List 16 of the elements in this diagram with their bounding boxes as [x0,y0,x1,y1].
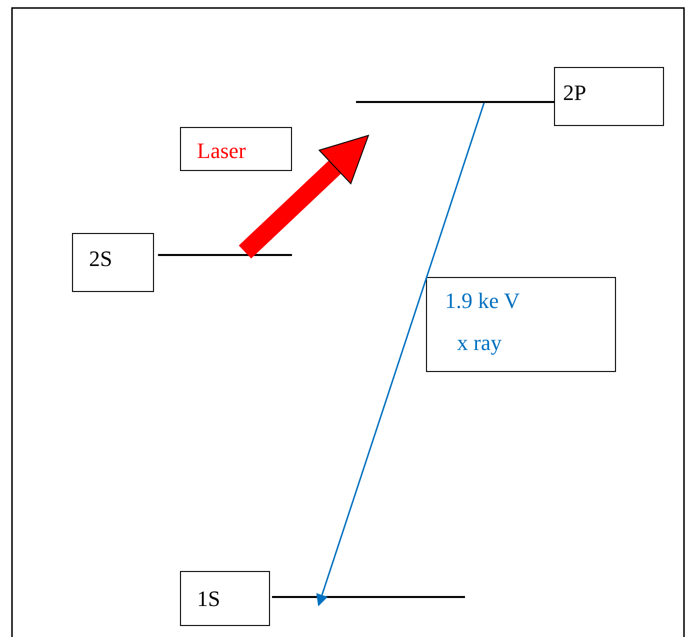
level-label: Laser [197,138,246,164]
label-box [180,127,292,171]
level-label: x ray [457,330,502,356]
arrow [316,102,485,606]
energy-level-line [356,101,554,103]
energy-level-line [272,596,465,598]
level-label: 2P [563,80,586,106]
level-label: 1S [197,586,220,612]
energy-level-line [158,254,292,256]
label-box [72,233,154,292]
label-box [180,571,270,626]
level-label: 1.9 ke V [445,288,520,314]
level-label: 2S [89,246,112,272]
label-box [554,67,664,126]
laser-arrow [238,134,369,259]
label-box [426,277,616,372]
